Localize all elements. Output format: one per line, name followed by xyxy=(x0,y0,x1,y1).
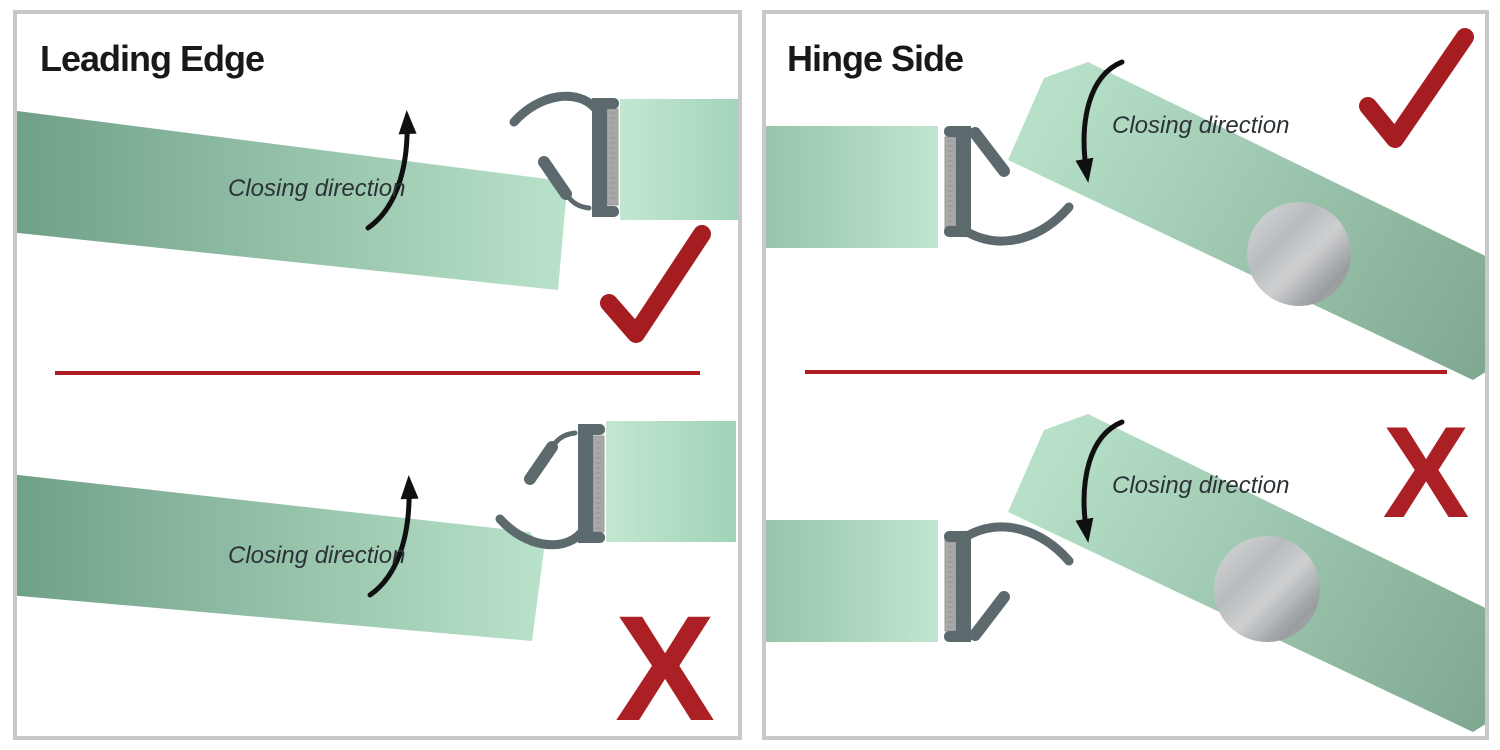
hinge-side-drawing: Hinge Side Closing direction xyxy=(766,28,1485,732)
seal-channel-spine xyxy=(592,98,607,217)
leading-edge-drawing: Leading Edge Closing direction xyxy=(17,38,738,736)
seal-short-fin-stem xyxy=(563,191,592,211)
checkmark-icon xyxy=(1359,28,1474,148)
closing-direction-label: Closing direction xyxy=(1112,472,1289,499)
moving-glass-door xyxy=(17,474,544,641)
hinge-side-panel: Hinge Side Closing direction xyxy=(762,10,1489,740)
curved-arrow-icon xyxy=(1075,59,1125,183)
hinge-circle xyxy=(1214,536,1320,642)
x-mark: X xyxy=(1383,399,1470,545)
fixed-glass-panel xyxy=(620,99,738,220)
seal-and-fixed-glass xyxy=(509,91,738,220)
seal-channel-spine xyxy=(956,126,971,237)
closing-direction-label: Closing direction xyxy=(228,542,405,569)
seal-long-fin xyxy=(964,202,1074,246)
panel-title: Hinge Side xyxy=(787,38,963,79)
seal-short-fin xyxy=(538,156,572,200)
curved-arrow-icon xyxy=(1075,419,1125,543)
checkmark-icon xyxy=(600,225,711,343)
seal-and-fixed-glass-flipped xyxy=(500,421,736,545)
curved-arrow-icon xyxy=(365,110,417,231)
moving-glass-door xyxy=(17,111,566,290)
closing-direction-label: Closing direction xyxy=(1112,112,1289,139)
seal-channel-top-cap xyxy=(944,126,971,137)
moving-glass-door xyxy=(1008,62,1485,380)
x-mark: X xyxy=(615,584,715,736)
seal-short-fin xyxy=(969,127,1010,177)
panel-title: Leading Edge xyxy=(40,38,264,79)
hinge-circle xyxy=(1247,202,1351,306)
seal-channel-bottom-cap xyxy=(592,206,619,217)
fixed-glass-panel xyxy=(766,126,938,248)
leading-edge-panel: Leading Edge Closing direction xyxy=(13,10,742,740)
seal-and-fixed-glass xyxy=(766,126,1074,248)
seal-channel-bottom-cap xyxy=(944,226,971,237)
closing-direction-label: Closing direction xyxy=(228,175,405,202)
seal-long-fin xyxy=(509,91,600,127)
seal-and-fixed-glass-flipped xyxy=(766,520,1069,642)
curved-arrow-icon xyxy=(367,475,419,598)
